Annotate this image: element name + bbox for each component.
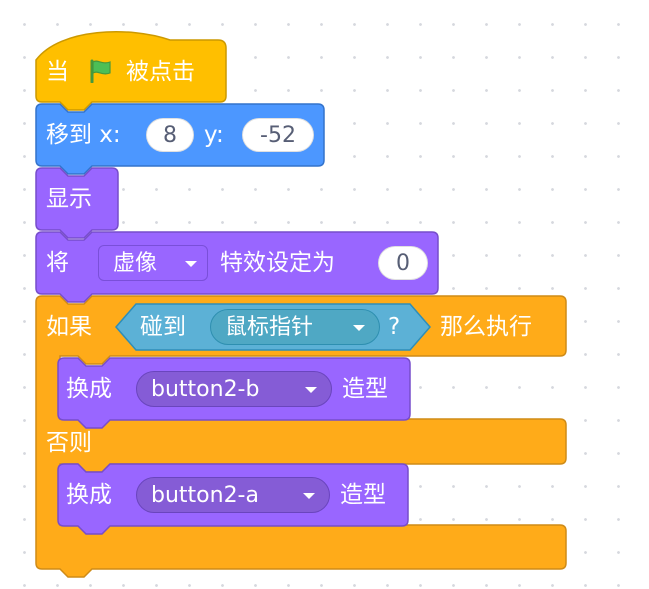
costume-if-value: button2-b	[151, 377, 260, 402]
show-block-shape	[35, 167, 119, 239]
else-label: 否则	[46, 430, 92, 456]
chevron-down-icon	[303, 493, 315, 499]
effect-value-input[interactable]: 0	[378, 246, 428, 280]
switch-costume-else-suffix: 造型	[340, 482, 386, 508]
touching-target-value: 鼠标指针	[225, 315, 314, 340]
hat-suffix-label: 被点击	[126, 59, 195, 85]
if-label: 如果	[46, 314, 92, 340]
costume-if-dropdown[interactable]: button2-b	[136, 371, 332, 407]
x-input[interactable]: 8	[146, 118, 194, 152]
if-else-block-shape	[35, 295, 567, 578]
show-label: 显示	[46, 186, 92, 212]
effect-suffix-label: 特效设定为	[220, 250, 335, 276]
effect-prefix-label: 将	[46, 250, 69, 276]
switch-costume-if-suffix: 造型	[342, 376, 388, 402]
chevron-down-icon	[305, 387, 317, 393]
goto-label: 移到 x:	[46, 122, 121, 148]
hat-prefix-label: 当	[46, 59, 69, 85]
y-input[interactable]: -52	[242, 118, 314, 152]
y-label: y:	[204, 122, 224, 148]
hat-block-shape	[35, 30, 227, 111]
effect-dropdown[interactable]: 虚像	[98, 245, 208, 281]
effect-dropdown-value: 虚像	[113, 251, 158, 276]
touching-question-mark: ?	[388, 314, 401, 340]
switch-costume-if-label: 换成	[66, 376, 112, 402]
costume-else-value: button2-a	[151, 483, 259, 508]
switch-costume-else-label: 换成	[66, 482, 112, 508]
costume-else-dropdown[interactable]: button2-a	[136, 477, 330, 513]
touching-target-dropdown[interactable]: 鼠标指针	[210, 309, 380, 345]
chevron-down-icon	[185, 261, 197, 267]
chevron-down-icon	[353, 325, 365, 331]
touching-label: 碰到	[140, 314, 186, 340]
then-label: 那么执行	[440, 314, 532, 340]
green-flag-icon	[90, 59, 111, 83]
